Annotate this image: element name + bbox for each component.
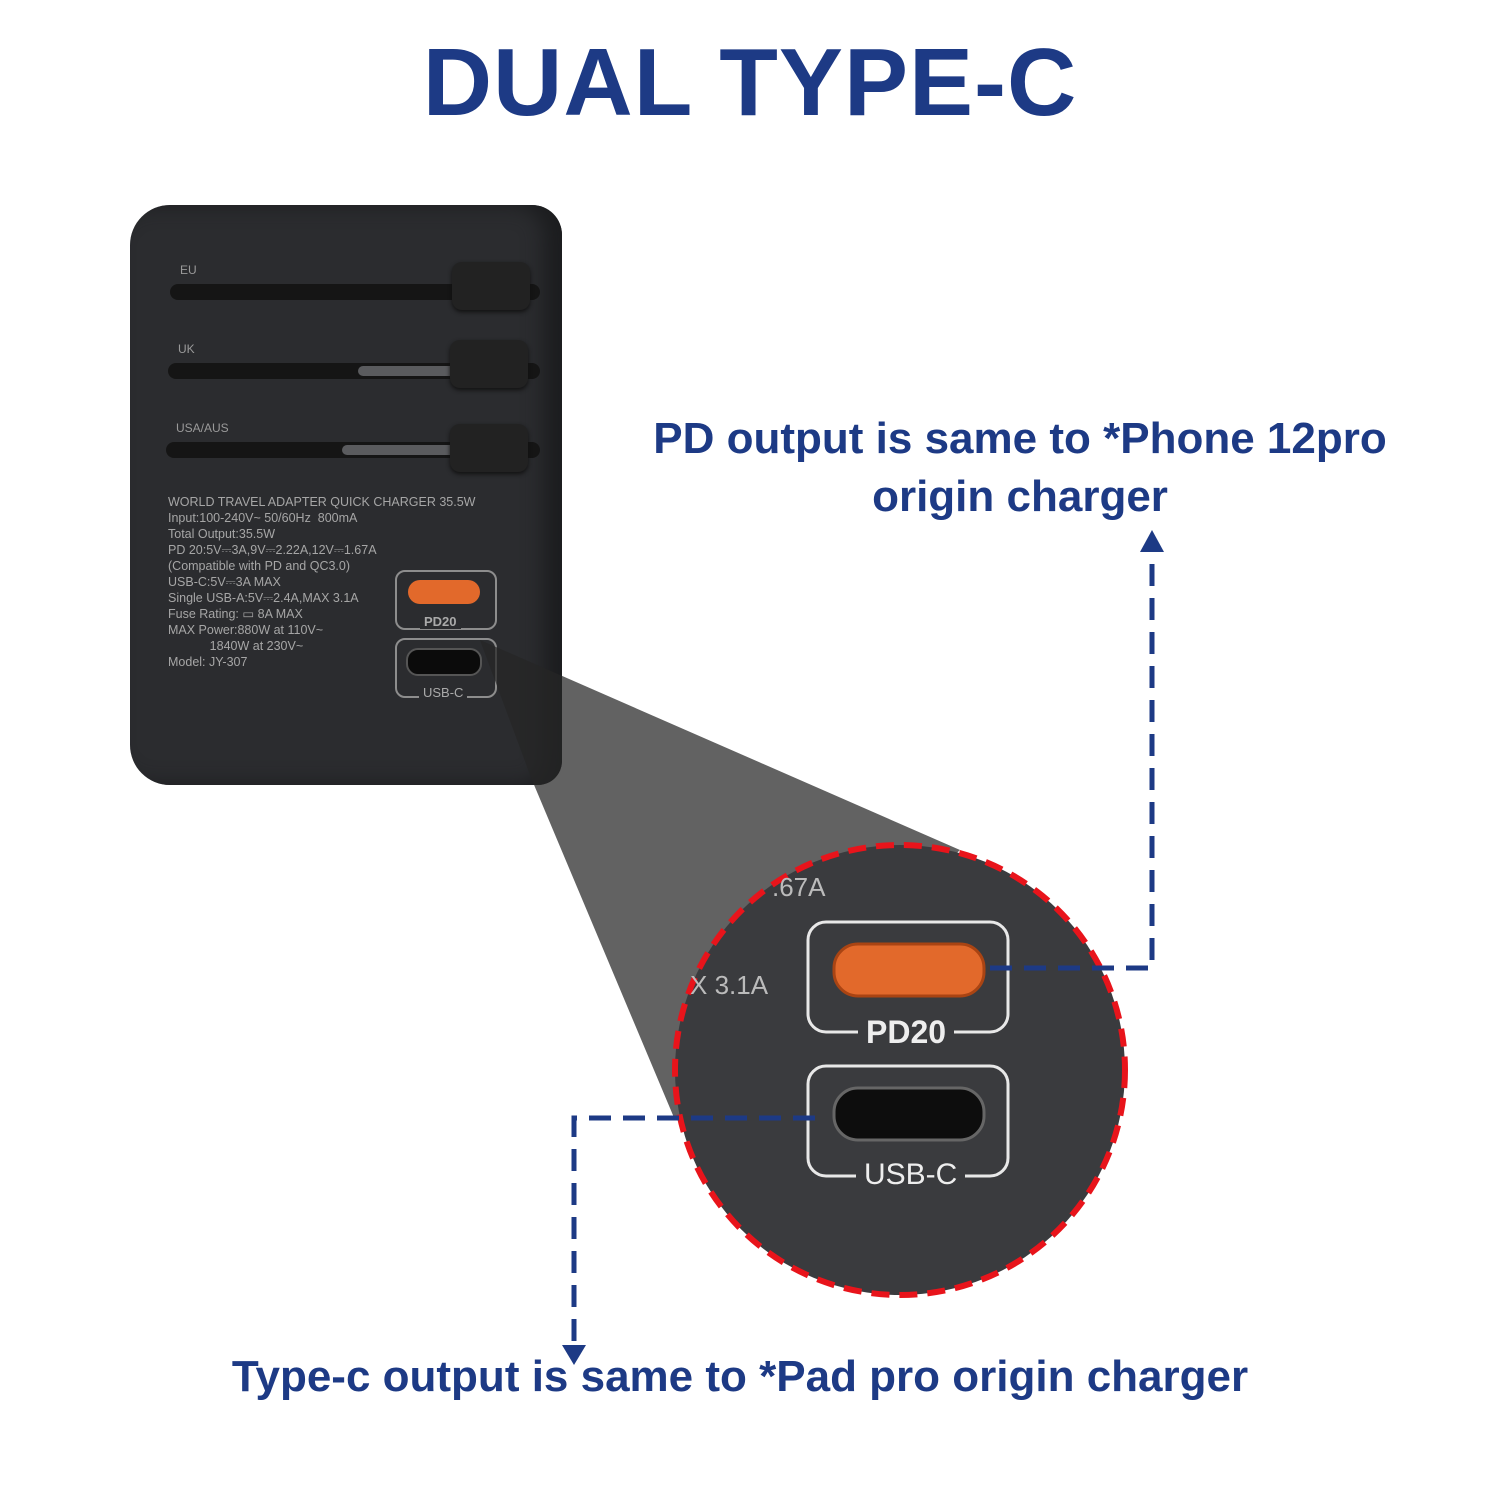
- magnified-usbc-label: USB-C: [856, 1158, 966, 1192]
- magnified-pd-port: [832, 942, 986, 998]
- typec-callout: Type-c output is same to *Pad pro origin…: [231, 1352, 1249, 1401]
- arrow-down-icon: [562, 1345, 586, 1365]
- magnified-text-fragment: .67A: [772, 872, 826, 902]
- pd20-port: [408, 580, 480, 604]
- usa-slider: [342, 445, 458, 455]
- magnified-usbc-port: [832, 1086, 986, 1142]
- magnifier-beam: [480, 640, 960, 1120]
- uk-slider: [358, 366, 458, 376]
- pd-port-frame: [395, 570, 497, 630]
- uk-slider-knob[interactable]: [450, 340, 528, 388]
- usbc-port-label: USB-C: [419, 685, 468, 700]
- rail-label-eu: EU: [180, 263, 197, 277]
- eu-slider-knob[interactable]: [452, 262, 530, 310]
- magnified-pd-label: PD20: [858, 1014, 955, 1051]
- magnified-text-fragment: X 3.1A: [690, 970, 769, 1000]
- typec-dashed-leader: [571, 1115, 815, 1350]
- usa-slider-knob[interactable]: [450, 424, 528, 472]
- magnified-circle-border: [672, 842, 1128, 1298]
- spec-label: WORLD TRAVEL ADAPTER QUICK CHARGER 35.5W…: [168, 495, 476, 669]
- arrow-up-icon: [1140, 530, 1164, 552]
- page-title: DUAL TYPE-C: [422, 29, 1078, 136]
- eu-rail: [170, 284, 540, 300]
- magnified-circle: [675, 845, 1125, 1295]
- rail-label-usa: USA/AUS: [176, 421, 229, 435]
- usbc-port: [406, 648, 482, 676]
- pd-port-label: PD20: [420, 614, 461, 629]
- rail-label-uk: UK: [178, 342, 195, 356]
- pd-dashed-leader: [990, 545, 1155, 971]
